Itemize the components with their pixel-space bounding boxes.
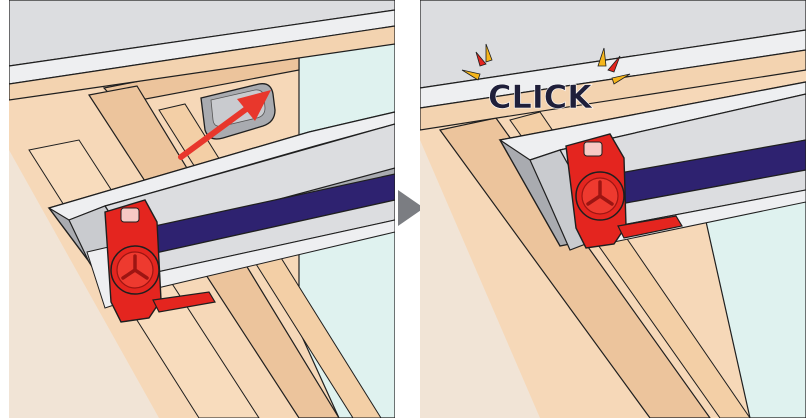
step-1-illustration (9, 0, 395, 418)
step-2-illustration: CLICK (420, 0, 806, 418)
click-callout: CLICK (488, 78, 593, 116)
step-2-panel: CLICK (420, 0, 806, 418)
step-1-panel (9, 0, 395, 418)
